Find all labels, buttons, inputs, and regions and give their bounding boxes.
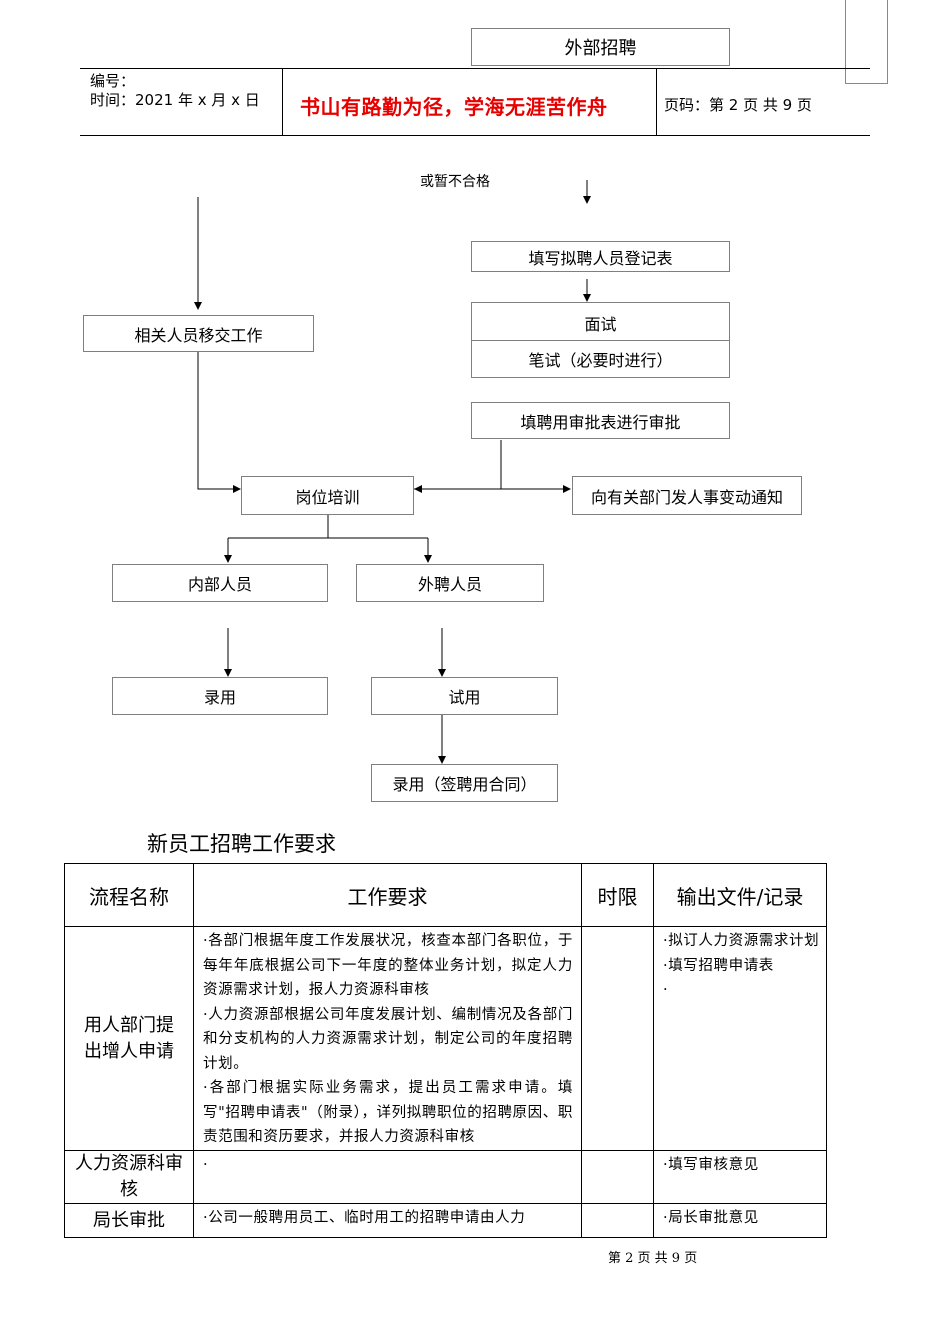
flow-external: 外聘人员	[356, 564, 544, 602]
flow-handover-label: 相关人员移交工作	[134, 325, 263, 345]
requirement-item: ·公司一般聘用员工、临时用工的招聘申请由人力	[203, 1210, 526, 1226]
corner-line-h	[845, 83, 888, 84]
top-title: 外部招聘	[564, 38, 637, 59]
doc-time-label: 时间：2021 年 x 月 x 日	[90, 91, 260, 109]
table-row: 人力资源科审核 · ·填写审核意见	[64, 1150, 827, 1204]
header-bottom-rule	[80, 135, 870, 136]
row-output: ·局长审批意见	[653, 1203, 827, 1238]
row-output: ·填写审核意见	[653, 1150, 827, 1204]
top-title-box: 外部招聘	[471, 28, 730, 66]
flow-training: 岗位培训	[241, 476, 414, 515]
col-header-output: 输出文件/记录	[653, 863, 827, 927]
row-content: ·各部门根据年度工作发展状况，核查本部门各职位，于每年年底根据公司下一年度的整体…	[193, 926, 582, 1151]
row-deadline	[581, 1203, 654, 1238]
table-header-row: 流程名称 工作要求 时限 输出文件/记录	[64, 863, 827, 927]
row-name: 人力资源科审核	[64, 1150, 194, 1204]
flow-internal: 内部人员	[112, 564, 328, 602]
output-item: ·拟订人力资源需求计划	[663, 933, 820, 949]
row-deadline	[581, 926, 654, 1151]
row-name-text: 用人部门提出增人申请	[84, 1014, 174, 1062]
header-divider-1	[282, 68, 283, 135]
flow-handover: 相关人员移交工作	[83, 315, 314, 352]
flow-notify-label: 向有关部门发人事变动通知	[590, 487, 783, 507]
output-item: ·填写审核意见	[663, 1157, 759, 1173]
output-item: ·	[663, 982, 669, 998]
flow-approval-label: 填聘用审批表进行审批	[520, 412, 681, 432]
flow-hire-contract: 录用（签聘用合同）	[371, 764, 558, 802]
flow-training-label: 岗位培训	[295, 487, 360, 507]
row-content: ·公司一般聘用员工、临时用工的招聘申请由人力	[193, 1203, 582, 1238]
doc-number-label: 编号：	[90, 72, 136, 90]
output-item: ·局长审批意见	[663, 1210, 759, 1226]
section-title-b: 工作要求	[252, 832, 336, 856]
row-name: 用人部门提出增人申请	[64, 926, 194, 1151]
requirement-item: ·各部门根据年度工作发展状况，核查本部门各职位，于每年年底根据公司下一年度的整体…	[203, 933, 573, 998]
col-header-deadline: 时限	[581, 863, 654, 927]
row-name-text: 局长审批	[93, 1209, 165, 1231]
row-deadline	[581, 1150, 654, 1204]
flow-probation: 试用	[371, 677, 558, 715]
table-row: 局长审批 ·公司一般聘用员工、临时用工的招聘申请由人力 ·局长审批意见	[64, 1203, 827, 1238]
output-item: ·填写招聘申请表	[663, 957, 774, 974]
row-name: 局长审批	[64, 1203, 194, 1238]
flow-register: 填写拟聘人员登记表	[471, 241, 730, 272]
requirement-item: ·人力资源部根据公司年度发展计划、编制情况及各部门和分支机构的人力资源需求计划，…	[203, 1006, 573, 1072]
corner-line-v	[845, 0, 846, 84]
row-name-text: 人力资源科审核	[75, 1153, 183, 1200]
header-top-rule	[80, 68, 870, 69]
flow-notify: 向有关部门发人事变动通知	[572, 476, 802, 515]
flow-probation-label: 试用	[448, 688, 481, 707]
page-info: 页码：第 2 页 共 9 页	[664, 96, 812, 114]
motto: 书山有路勤为径，学海无涯苦作舟	[300, 95, 608, 119]
section-title: 新员工招聘工作要求	[147, 828, 336, 858]
col-header-requirements: 工作要求	[193, 863, 582, 927]
requirement-item: ·各部门根据实际业务需求，提出员工需求申请。填写"招聘申请表"（附录），详列拟聘…	[203, 1080, 573, 1145]
corner-line-v2	[887, 0, 888, 84]
flow-interview-written: 面试 笔试（必要时进行）	[471, 302, 730, 378]
flow-approval: 填聘用审批表进行审批	[471, 402, 730, 439]
note-fail: 或暂不合格	[420, 174, 490, 190]
flow-written-label: 笔试（必要时进行）	[528, 351, 673, 370]
flow-hire-internal: 录用	[112, 677, 328, 715]
requirement-item: ·	[203, 1157, 209, 1173]
flow-register-label: 填写拟聘人员登记表	[528, 248, 673, 268]
flow-connectors	[194, 180, 591, 764]
flow-interview-label: 面试	[584, 315, 617, 334]
requirements-table: 流程名称 工作要求 时限 输出文件/记录 用人部门提出增人申请 ·各部门根据年度…	[64, 863, 827, 1238]
col-header-process: 流程名称	[64, 863, 194, 927]
page-footer: 第 2 页 共 9 页	[608, 1251, 698, 1266]
section-title-a: 新员工招聘	[147, 832, 252, 856]
flow-split-line	[472, 340, 729, 341]
table-row: 用人部门提出增人申请 ·各部门根据年度工作发展状况，核查本部门各职位，于每年年底…	[64, 926, 827, 1151]
row-content: ·	[193, 1150, 582, 1204]
flow-hire-contract-label: 录用（签聘用合同）	[392, 775, 537, 794]
row-output: ·拟订人力资源需求计划 ·填写招聘申请表 ·	[653, 926, 827, 1151]
flow-hire-internal-label: 录用	[203, 688, 236, 707]
header-divider-2	[656, 68, 657, 135]
flow-internal-label: 内部人员	[187, 575, 252, 594]
flow-external-label: 外聘人员	[417, 575, 482, 594]
